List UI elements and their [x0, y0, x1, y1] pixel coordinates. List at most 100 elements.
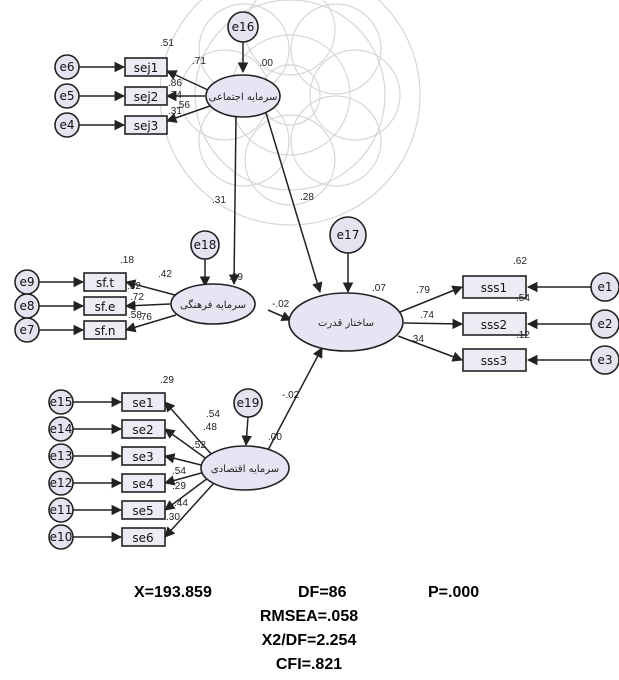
indicator-sfe: sf.e	[83, 296, 127, 316]
indicator-se6: se6	[121, 527, 166, 547]
fit-chi-square: X=193.859	[134, 584, 212, 601]
loading-sss2: .74	[420, 310, 434, 321]
r2-sfn: .58	[128, 310, 142, 321]
loading-sfe: .72	[130, 292, 144, 303]
path-economic-to-se3	[163, 453, 206, 467]
error-e8: e8	[14, 293, 40, 319]
path-coef-cultural-power: -.02	[272, 299, 290, 310]
path-economic-to-se6	[164, 482, 215, 538]
r2-social: .00	[259, 58, 273, 69]
path-social-to-sej1	[166, 70, 209, 91]
error-e10: e10	[48, 524, 74, 550]
loading-se4: .54	[172, 466, 186, 477]
path-power-to-sss3	[397, 335, 463, 362]
indicator-sss2-label: sss2	[481, 318, 507, 332]
path-coef-social-power: .28	[300, 192, 314, 203]
loading-se5: .44	[174, 498, 188, 509]
indicator-se2: se2	[121, 419, 166, 439]
r2-se1: .29	[160, 375, 174, 386]
loading-sss3: .34	[410, 334, 424, 345]
error-e12: e12	[48, 470, 74, 496]
path-social-to-sej3	[166, 105, 211, 123]
r2-sss1: .62	[513, 256, 527, 267]
error-e11-label: e11	[50, 503, 73, 517]
indicator-sfn-label: sf.n	[94, 324, 115, 338]
path-coef-social-cultural: .31	[212, 195, 226, 206]
disturbance-e19: e19	[233, 388, 263, 418]
error-e5: e5	[54, 83, 80, 109]
indicator-sej1: sej1	[124, 57, 168, 77]
watermark-rosette	[159, 0, 421, 226]
indicator-se5: se5	[121, 500, 166, 520]
error-e4: e4	[54, 112, 80, 138]
error-e15: e15	[48, 389, 74, 415]
fit-rmsea: RMSEA=.058	[260, 608, 358, 625]
error-e1: e1	[590, 272, 619, 302]
error-e14-label: e14	[50, 422, 73, 436]
error-e6: e6	[54, 54, 80, 80]
r2-sej1: .51	[160, 38, 174, 49]
path-cultural-to-sfe	[124, 300, 171, 311]
error-e13: e13	[48, 443, 74, 469]
indicator-sss3: sss3	[462, 348, 527, 372]
error-e7-label: e7	[19, 323, 34, 337]
indicator-sss1-label: sss1	[481, 281, 507, 295]
path-economic-to-se5	[164, 477, 209, 511]
r2-sej3: .31	[168, 106, 182, 117]
indicator-sft-label: sf.t	[96, 276, 114, 290]
disturbance-e17: e17	[329, 216, 367, 254]
error-e4-label: e4	[59, 118, 74, 132]
path-economic-to-se2	[164, 428, 209, 461]
fit-df: DF=86	[298, 584, 347, 601]
path-power-to-sss2	[403, 318, 464, 330]
error-e9-label: e9	[19, 275, 34, 289]
fit-p: P=.000	[428, 584, 479, 601]
indicator-se3-label: se3	[132, 450, 153, 464]
loading-sft: .42	[158, 269, 172, 280]
path-cultural-to-power	[267, 309, 292, 322]
error-e14: e14	[48, 416, 74, 442]
path-social-to-cultural	[228, 116, 240, 286]
indicator-sej3-label: sej3	[134, 119, 159, 133]
r2-cultural: .09	[229, 272, 243, 283]
fit-cfi: CFI=.821	[276, 656, 342, 673]
disturbance-e17-label: e17	[337, 228, 360, 242]
indicator-se5-label: se5	[132, 504, 153, 518]
r2-sej2: .74	[168, 90, 182, 101]
error-e8-label: e8	[19, 299, 34, 313]
path-cultural-to-sfn	[124, 314, 177, 333]
indicator-sss2: sss2	[462, 312, 527, 336]
loading-se6: .30	[166, 512, 180, 523]
latent-social: سرمایه اجتماعی	[205, 74, 281, 118]
latent-cultural-label: سرمایه فرهنگی	[180, 299, 246, 311]
path-e19-to-economic	[241, 416, 252, 447]
indicator-sss1: sss1	[462, 275, 527, 299]
r2-sss3: .12	[516, 330, 530, 341]
indicator-sfn: sf.n	[83, 320, 127, 340]
latent-power-label: ساختار قدرت	[318, 318, 374, 329]
path-power-to-sss1	[399, 285, 463, 313]
fit-x2df: X2/DF=2.254	[262, 632, 357, 649]
r2-sfe: .52	[127, 281, 141, 292]
error-e6-label: e6	[59, 60, 74, 74]
loading-se3: .52	[192, 440, 206, 451]
path-economic-to-se4	[163, 471, 206, 486]
path-coef-economic-power: -.02	[282, 390, 300, 401]
error-e1-label: e1	[597, 280, 612, 294]
indicator-sss3-label: sss3	[481, 354, 507, 368]
indicator-sej3: sej3	[124, 115, 168, 135]
loading-sfn: .76	[138, 312, 152, 323]
indicator-se1-label: se1	[132, 396, 153, 410]
r2-se4: .29	[172, 481, 186, 492]
error-e10-label: e10	[50, 530, 73, 544]
indicator-sej1-label: sej1	[134, 61, 159, 75]
indicator-se3: se3	[121, 446, 166, 466]
disturbance-e18: e18	[190, 230, 220, 260]
r2-sss2: .54	[516, 293, 530, 304]
latent-economic: سرمایه اقتصادی	[200, 445, 290, 491]
indicator-se2-label: se2	[132, 423, 153, 437]
path-economic-to-se1	[164, 401, 213, 456]
loading-se2: .48	[203, 422, 217, 433]
error-e15-label: e15	[50, 395, 73, 409]
